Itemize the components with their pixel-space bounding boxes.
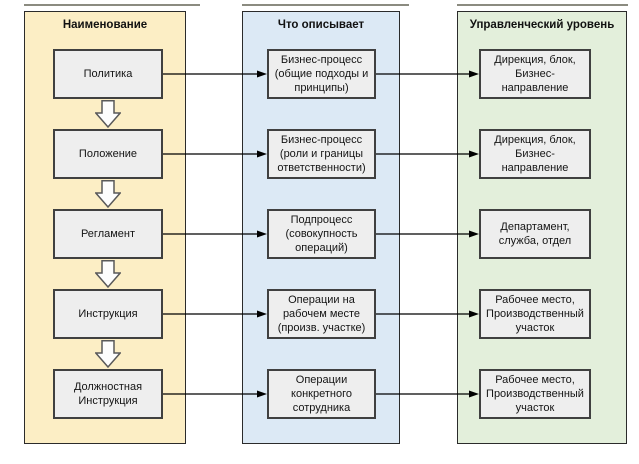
node-rabochee-mesto-1: Рабочее место, Производственный участок	[479, 289, 591, 339]
node-politika: Политика	[53, 49, 163, 99]
node-operacii-sotrudnika: Операции конкретного сотрудника	[267, 369, 376, 419]
node-departament: Департамент, служба, отдел	[479, 209, 591, 259]
node-polozhenie: Положение	[53, 129, 163, 179]
arrow-right-icon	[163, 69, 267, 79]
arrow-right-icon	[376, 389, 479, 399]
node-rabochee-mesto-2: Рабочее место, Производственный участок	[479, 369, 591, 419]
node-operacii-rabochee-mesto: Операции на рабочем месте (произв. участ…	[267, 289, 376, 339]
arrow-right-icon	[376, 149, 479, 159]
panel-title-chto-opisyvaet: Что описывает	[277, 19, 365, 31]
cropped-top-line	[457, 4, 628, 6]
panel-title-upravlencheskij-uroven: Управленческий уровень	[469, 19, 615, 31]
block-arrow-down-icon	[95, 260, 121, 288]
arrow-right-icon	[376, 229, 479, 239]
arrow-right-icon	[163, 389, 267, 399]
arrow-right-icon	[163, 309, 267, 319]
block-arrow-down-icon	[95, 180, 121, 208]
cropped-top-line	[24, 4, 200, 6]
node-podprocess: Подпроцесс (совокупность операций)	[267, 209, 376, 259]
arrow-right-icon	[163, 229, 267, 239]
block-arrow-down-icon	[95, 340, 121, 368]
block-arrow-down-icon	[95, 100, 121, 128]
node-instrukciya: Инструкция	[53, 289, 163, 339]
node-reglament: Регламент	[53, 209, 163, 259]
node-direkciya-blok-2: Дирекция, блок, Бизнес- направление	[479, 129, 591, 179]
cropped-top-line	[242, 4, 409, 6]
node-biznes-process-podhody: Бизнес-процесс (общие подходы и принципы…	[267, 49, 376, 99]
node-dolzhnostnaya-instrukciya: Должностная Инструкция	[53, 369, 163, 419]
node-biznes-process-roli: Бизнес-процесс (роли и границы ответстве…	[267, 129, 376, 179]
arrow-right-icon	[376, 69, 479, 79]
arrow-right-icon	[163, 149, 267, 159]
node-direkciya-blok-1: Дирекция, блок, Бизнес- направление	[479, 49, 591, 99]
panel-title-naimenovanie: Наименование	[62, 19, 148, 31]
arrow-right-icon	[376, 309, 479, 319]
